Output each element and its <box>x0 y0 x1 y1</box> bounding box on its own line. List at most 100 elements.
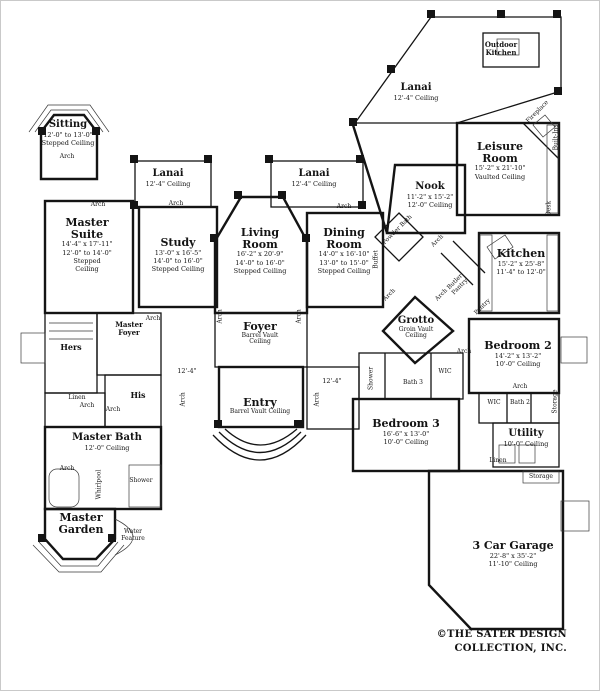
room-title: Dining Room <box>323 226 365 251</box>
room-label-leisure-room: Leisure Room 15'-2" x 21'-10" Vaulted Ce… <box>472 141 528 181</box>
room-title: Sitting <box>48 119 88 130</box>
room-ceiling: 12'-4" Ceiling <box>291 179 337 188</box>
room-title: Foyer <box>243 320 277 333</box>
arch-label: Arch <box>145 315 161 322</box>
label-master-foyer: Master Foyer <box>115 320 143 337</box>
room-title: Leisure Room <box>477 140 523 165</box>
room-dimensions: 22'-8" x 35'-2" <box>489 551 537 560</box>
room-ceiling: Vaulted Ceiling <box>474 172 526 181</box>
copyright-line-1: ©THE SATER DESIGN <box>436 629 567 640</box>
room-dimensions: 14'-4" x 17'-11" <box>61 240 113 249</box>
room-label-dining-room: Dining Room 14'-0" x 16'-10" 13'-0" to 1… <box>313 227 375 275</box>
room-title: Lanai <box>400 82 432 93</box>
room-label-grotto: Grotto Groin Vault Ceiling <box>388 315 444 340</box>
room-label-lanai-center: Lanai 12'-4" Ceiling <box>276 168 352 188</box>
arch-label: Arch <box>179 392 187 407</box>
label-linen-right: Linen <box>489 457 507 464</box>
room-dimensions: 15'-2" x 21'-10" <box>474 164 526 173</box>
room-label-bedroom-2: Bedroom 2 14'-2" x 13'-2" 10'-0" Ceiling <box>474 340 562 368</box>
room-title: Utility <box>508 428 544 439</box>
room-label-garage: 3 Car Garage 22'-8" x 35'-2" 11'-10" Cei… <box>459 540 567 568</box>
room-ceiling: 10'-0" Ceiling <box>503 439 549 448</box>
room-ceiling: Ceiling <box>249 338 271 346</box>
room-label-foyer: Foyer Barrel Vault Ceiling <box>229 321 291 346</box>
arch-label: Arch <box>59 153 75 160</box>
label-linen-left: Linen <box>68 394 86 401</box>
room-label-master-garden: Master Garden <box>53 512 109 535</box>
room-dimensions: 14'-0" x 16'-10" <box>318 250 370 259</box>
label-water-feature: Water Feature <box>121 528 145 542</box>
room-ceiling: 12'-4" Ceiling <box>393 93 439 102</box>
room-label-master-bath: Master Bath 12'-0" Ceiling <box>61 432 153 452</box>
arch-label: Arch <box>79 402 95 409</box>
room-dimensions: 16'-2" x 20'-9" <box>236 250 284 259</box>
label-bath-2: Bath 2 <box>510 399 530 406</box>
arch-label: Arch <box>90 201 106 208</box>
room-title: Living Room <box>240 226 280 251</box>
room-title: Lanai <box>152 168 184 179</box>
room-label-utility: Utility 10'-0" Ceiling <box>495 428 557 448</box>
room-label-sitting: Sitting 12'-0" to 13'-0" Stepped Ceiling <box>28 119 108 147</box>
arch-label: Arch <box>216 309 224 324</box>
label-wic-bedroom2: WIC <box>487 399 501 406</box>
arch-label: Arch <box>295 309 303 324</box>
room-label-nook: Nook 11'-2" x 15'-2" 12'-0" Ceiling <box>399 181 461 209</box>
label-buffet: Buffet <box>372 250 380 269</box>
label-built-ins: Built-Ins <box>552 124 560 151</box>
label-dim-12-4-left: 12'-4" <box>177 367 197 375</box>
room-title: Nook <box>415 181 445 192</box>
room-label-living-room: Living Room 16'-2" x 20'-9" 14'-0" to 16… <box>229 227 291 275</box>
arch-label: Arch <box>336 203 352 210</box>
label-storage-right: Storage <box>551 389 559 414</box>
room-ceiling: 14'-0" to 16'-0" <box>235 258 285 267</box>
copyright-notice: ©THE SATER DESIGN COLLECTION, INC. <box>429 628 567 655</box>
label-wic-bedroom3: WIC <box>438 368 452 375</box>
label-his: His <box>130 390 146 400</box>
room-ceiling: 12'-0" Ceiling <box>84 443 130 452</box>
room-ceiling: 10'-0" Ceiling <box>495 359 541 368</box>
label-storage-bottom: Storage <box>529 473 553 480</box>
room-dimensions: 13'-0" x 16'-5" <box>154 248 202 257</box>
label-desk: Desk <box>545 200 553 216</box>
room-label-lanai-top: Lanai 12'-4" Ceiling <box>378 82 454 102</box>
label-shower-master: Shower <box>129 477 153 484</box>
room-label-outdoor-kitchen: Outdoor Kitchen <box>484 40 518 57</box>
room-ceiling: Ceiling <box>405 332 427 340</box>
room-ceiling: 14'-0" to 16'-0" <box>153 256 203 265</box>
room-title: Master Garden <box>58 511 104 536</box>
arch-label: Arch <box>313 392 321 407</box>
room-dimensions: 14'-2" x 13'-2" <box>494 351 542 360</box>
fixtures-and-casework <box>20 38 590 532</box>
room-label-lanai-left: Lanai 12'-4" Ceiling <box>130 168 206 188</box>
room-ceiling: Barrel Vault Ceiling <box>229 407 291 415</box>
room-label-bedroom-3: Bedroom 3 16'-6" x 13'-0" 10'-0" Ceiling <box>358 418 454 446</box>
exterior-walls <box>39 16 565 631</box>
room-title: Master Suite <box>65 216 109 241</box>
room-ceiling: Stepped Ceiling <box>317 266 371 275</box>
room-ceiling: 12'-4" Ceiling <box>145 179 191 188</box>
room-ceiling: Stepped Ceiling <box>41 138 95 147</box>
arch-label: Arch <box>512 383 528 390</box>
room-title: Master Bath <box>72 432 142 443</box>
room-ceiling: Stepped Ceiling <box>73 256 101 274</box>
room-ceiling: 12'-0" to 14'-0" <box>62 248 112 257</box>
columns <box>38 10 562 542</box>
room-ceiling: 10'-0" Ceiling <box>383 437 429 446</box>
room-dimensions: 16'-6" x 13'-0" <box>382 429 430 438</box>
label-shower-bath3: Shower <box>367 366 375 391</box>
room-label-kitchen: Kitchen 15'-2" x 25'-8" 11'-4" to 12'-0" <box>488 248 554 276</box>
room-title: Study <box>160 236 196 249</box>
room-ceiling: 12'-0" to 13'-0" <box>43 130 93 139</box>
room-label-master-suite: Master Suite 14'-4" x 17'-11" 12'-0" to … <box>61 217 113 274</box>
room-ceiling: 11'-10" Ceiling <box>488 559 538 568</box>
arch-label: Arch <box>105 406 121 413</box>
room-label-study: Study 13'-0" x 16'-5" 14'-0" to 16'-0" S… <box>141 237 215 274</box>
room-label-entry: Entry Barrel Vault Ceiling <box>224 397 296 415</box>
room-title: Grotto <box>397 315 435 326</box>
arch-label: Arch <box>456 348 472 355</box>
label-whirlpool: Whirlpool <box>95 469 103 500</box>
room-ceiling: 11'-4" to 12'-0" <box>496 267 546 276</box>
room-title: 3 Car Garage <box>472 539 554 552</box>
